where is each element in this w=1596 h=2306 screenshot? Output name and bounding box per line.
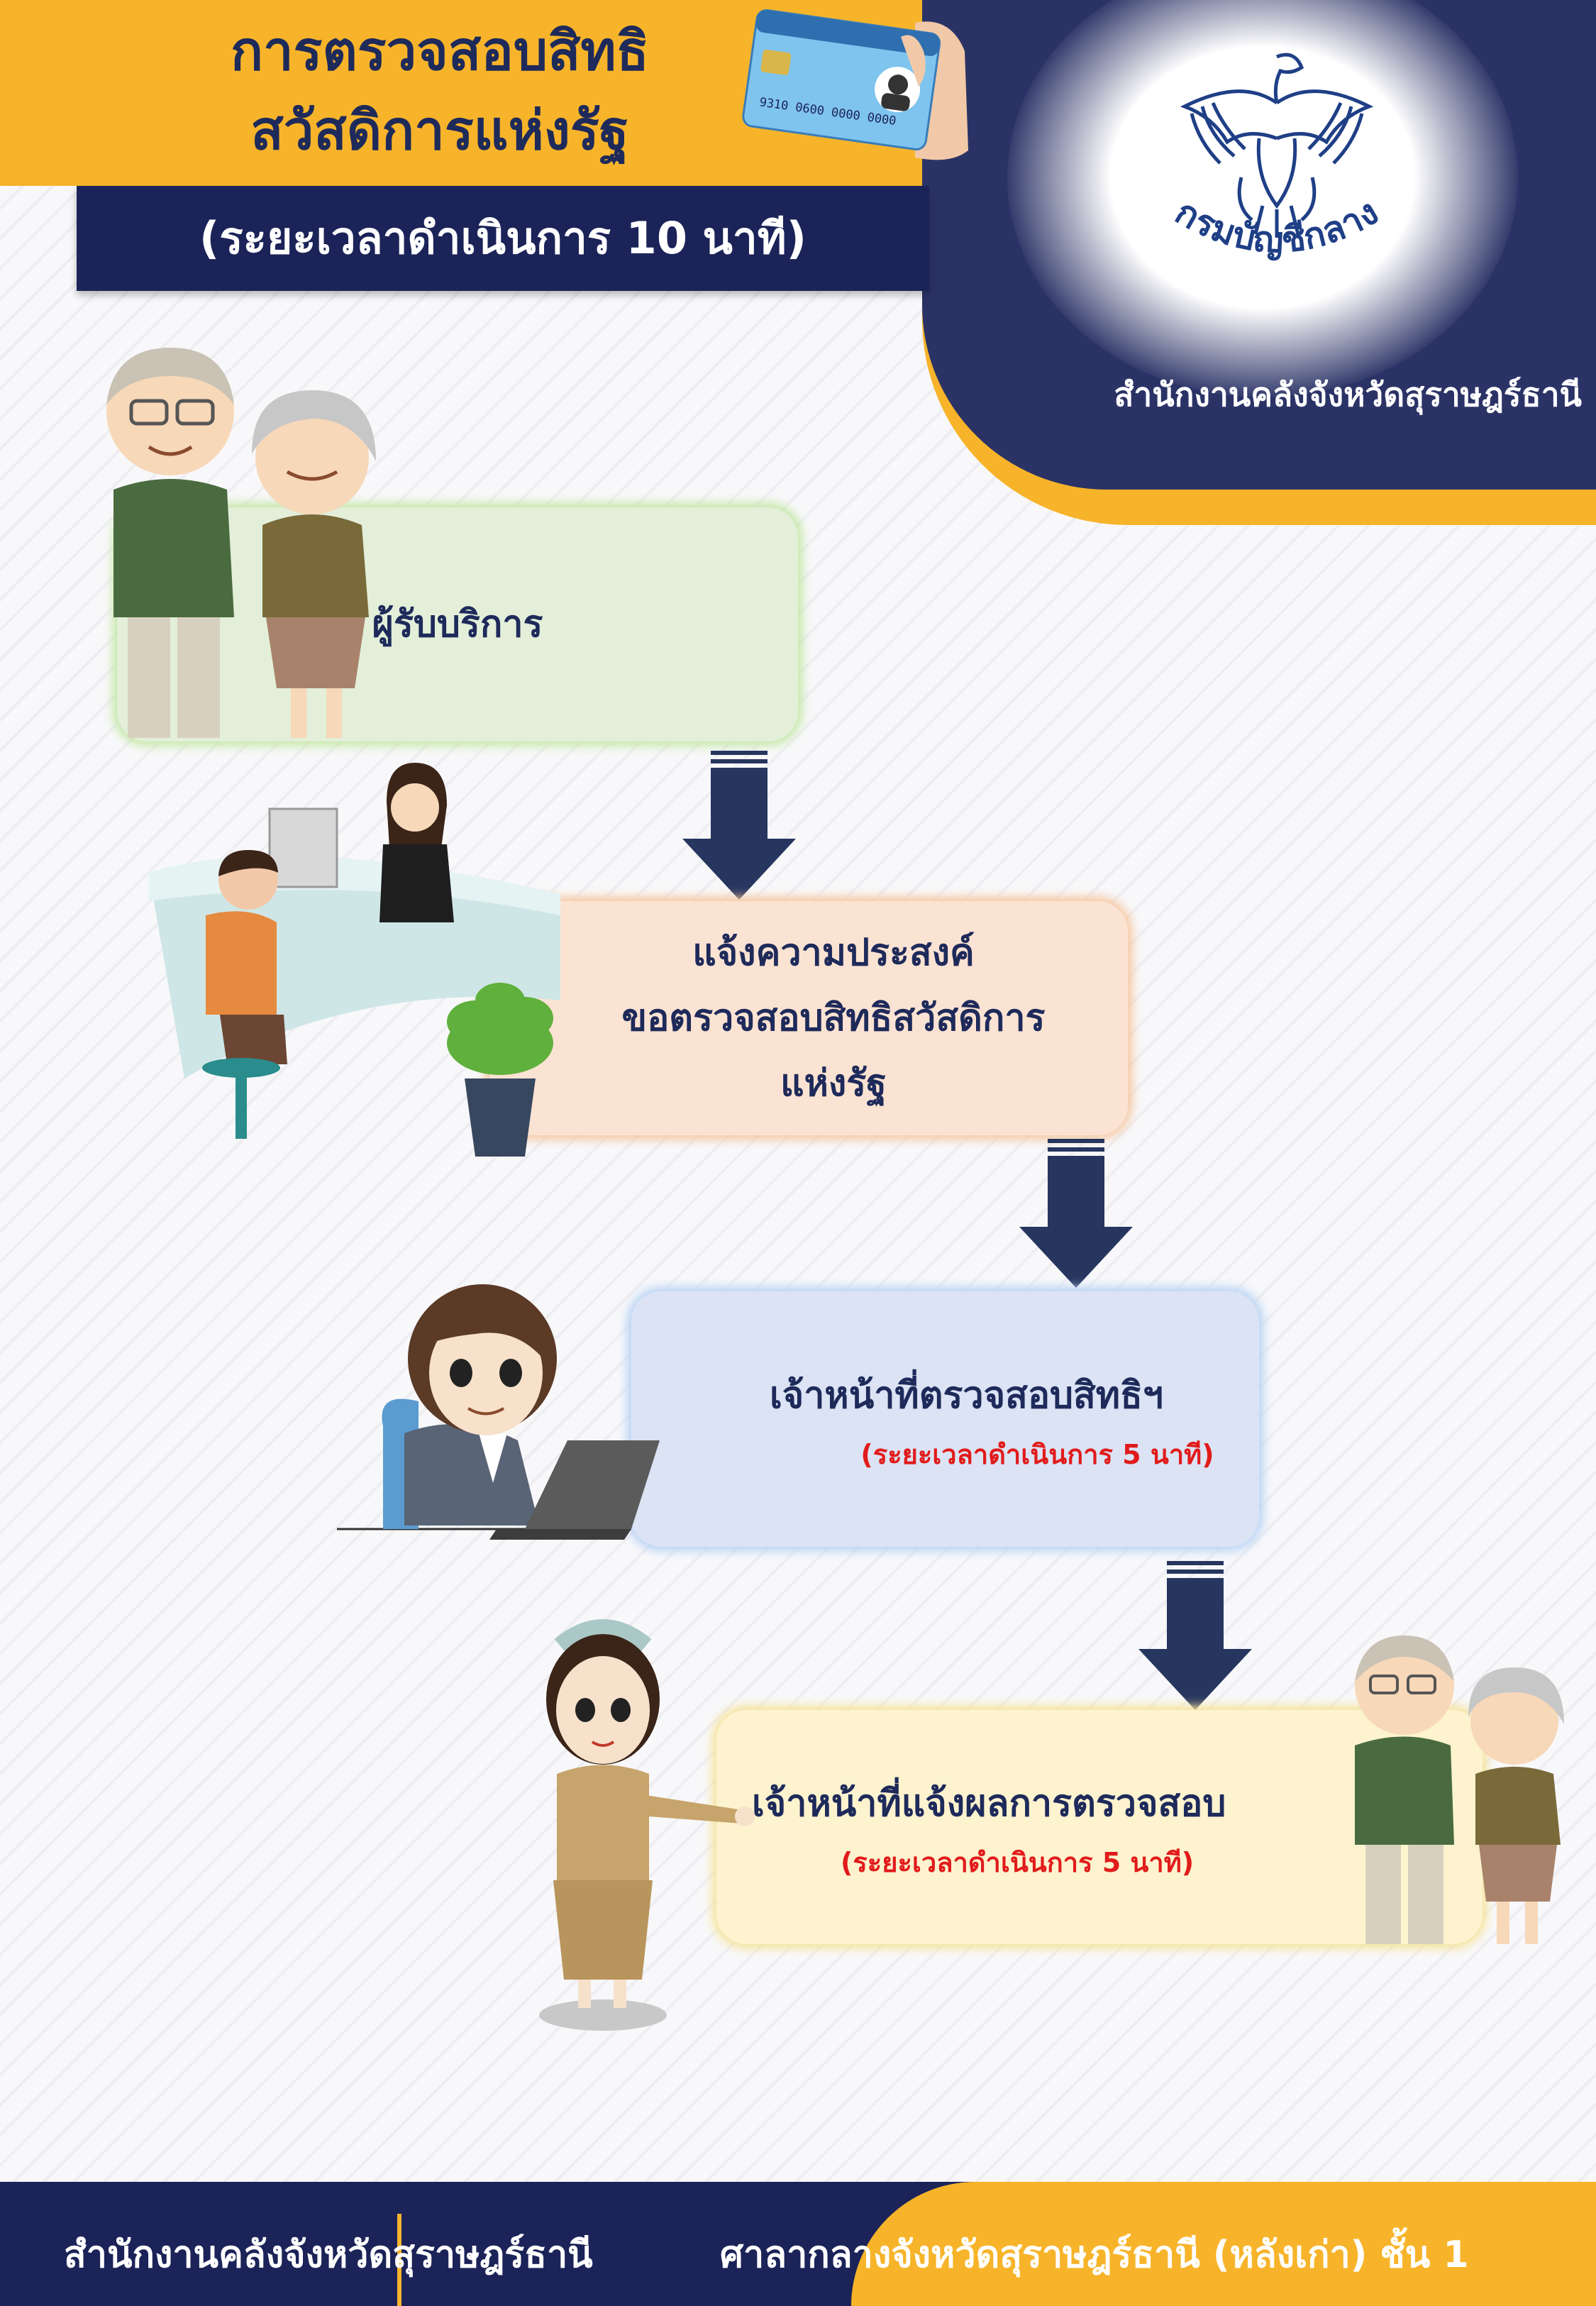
flow-arrow-1: [682, 751, 796, 900]
step-3-box: เจ้าหน้าที่ตรวจสอบสิทธิฯ (ระยะเวลาดำเนิน…: [631, 1291, 1259, 1547]
step-1-box: ผู้รับบริการ: [117, 507, 798, 741]
duration-banner: (ระยะเวลาดำเนินการ 10 นาที): [77, 186, 929, 291]
service-counter-illustration: [149, 763, 560, 1157]
flow-arrow-3: [1138, 1561, 1252, 1710]
flow-arrow-2: [1019, 1139, 1133, 1288]
elderly-couple-right-illustration: [1355, 1635, 1564, 1944]
footer-address: ศาลากลางจังหวัดสุราษฎร์ธานี (หลังเก่า) ช…: [720, 2234, 1469, 2276]
title-line-1: การตรวจสอบสิทธิ: [230, 19, 650, 82]
svg-text:กรมบัญชีกลาง: กรมบัญชีกลาง: [1168, 191, 1385, 261]
step-2-line-3: แห่งรัฐ: [780, 1062, 887, 1105]
seal-text: กรมบัญชีกลาง: [1168, 191, 1385, 261]
step-4-label: เจ้าหน้าที่แจ้งผลการตรวจสอบ: [752, 1782, 1226, 1825]
title-line-2: สวัสดิการแห่งรัฐ: [250, 99, 629, 162]
footer-office-name: สำนักงานคลังจังหวัดสุราษฎร์ธานี: [64, 2234, 593, 2276]
step-3-duration: (ระยะเวลาดำเนินการ 5 นาที): [860, 1438, 1214, 1470]
page-title: การตรวจสอบสิทธิ สวัสดิการแห่งรัฐ: [128, 11, 752, 170]
official-presenting-illustration: [539, 1619, 755, 2031]
logo-glow: [1007, 0, 1518, 397]
step-2-box: แจ้งความประสงค์ ขอตรวจสอบสิทธิสวัสดิการ …: [489, 901, 1128, 1135]
header-office-name: สำนักงานคลังจังหวัดสุราษฎร์ธานี: [1114, 375, 1582, 414]
welfare-card-icon: 9310 0600 0000 0000: [742, 9, 968, 160]
comptroller-garuda-seal: กรมบัญชีกลาง: [1168, 53, 1385, 261]
step-2-line-2: ขอตรวจสอบสิทธิสวัสดิการ: [621, 997, 1046, 1039]
officer-laptop-illustration: [337, 1284, 660, 1540]
footer-divider: [397, 2214, 401, 2306]
footer-yellow-band: [851, 2182, 1596, 2306]
step-4-duration: (ระยะเวลาดำเนินการ 5 นาที): [841, 1846, 1195, 1878]
elderly-couple-illustration: [106, 348, 376, 738]
step-2-line-1: แจ้งความประสงค์: [692, 932, 975, 974]
step-1-label: ผู้รับบริการ: [372, 603, 543, 646]
step-3-label: เจ้าหน้าที่ตรวจสอบสิทธิฯ: [769, 1374, 1164, 1417]
